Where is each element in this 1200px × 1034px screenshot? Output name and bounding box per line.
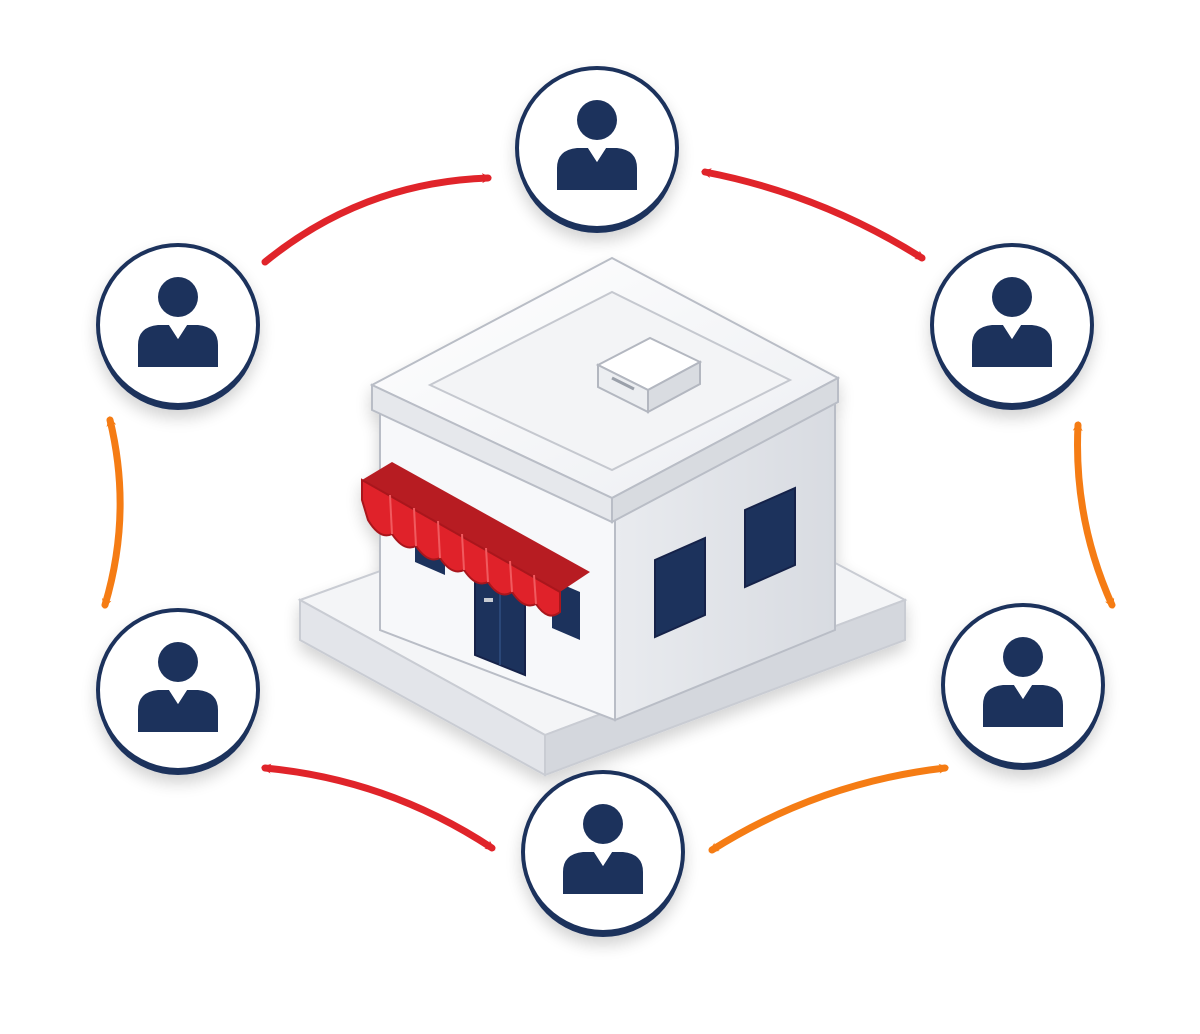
person-icon (972, 277, 1052, 367)
person-node-upper-left (96, 243, 260, 410)
arrow-upper-right-to-lower-right (1072, 421, 1116, 609)
person-node-top (515, 66, 679, 233)
person-node-lower-left (96, 608, 260, 775)
storefront-icon (297, 256, 908, 777)
person-nodes-layer (96, 66, 1105, 937)
connections-layer (101, 168, 1116, 854)
person-node-bottom (521, 770, 685, 937)
person-node-lower-right (941, 603, 1105, 770)
store-roof (369, 256, 841, 524)
arrow-top-to-upper-right (701, 168, 926, 262)
person-node-upper-right (930, 243, 1094, 410)
arrow-bottom-to-lower-left (261, 763, 496, 852)
arrow-lower-right-to-bottom (708, 763, 949, 854)
person-icon (138, 642, 218, 732)
arrow-upper-left-to-top (261, 173, 492, 266)
store-awning (361, 462, 590, 617)
person-icon (138, 277, 218, 367)
person-icon (557, 100, 637, 190)
rooftop-unit (595, 336, 703, 414)
store-side-window-right (744, 486, 796, 589)
person-icon (983, 637, 1063, 727)
store-side-window-left (654, 536, 706, 639)
person-icon (563, 804, 643, 894)
arrow-lower-left-to-upper-left (101, 416, 124, 609)
